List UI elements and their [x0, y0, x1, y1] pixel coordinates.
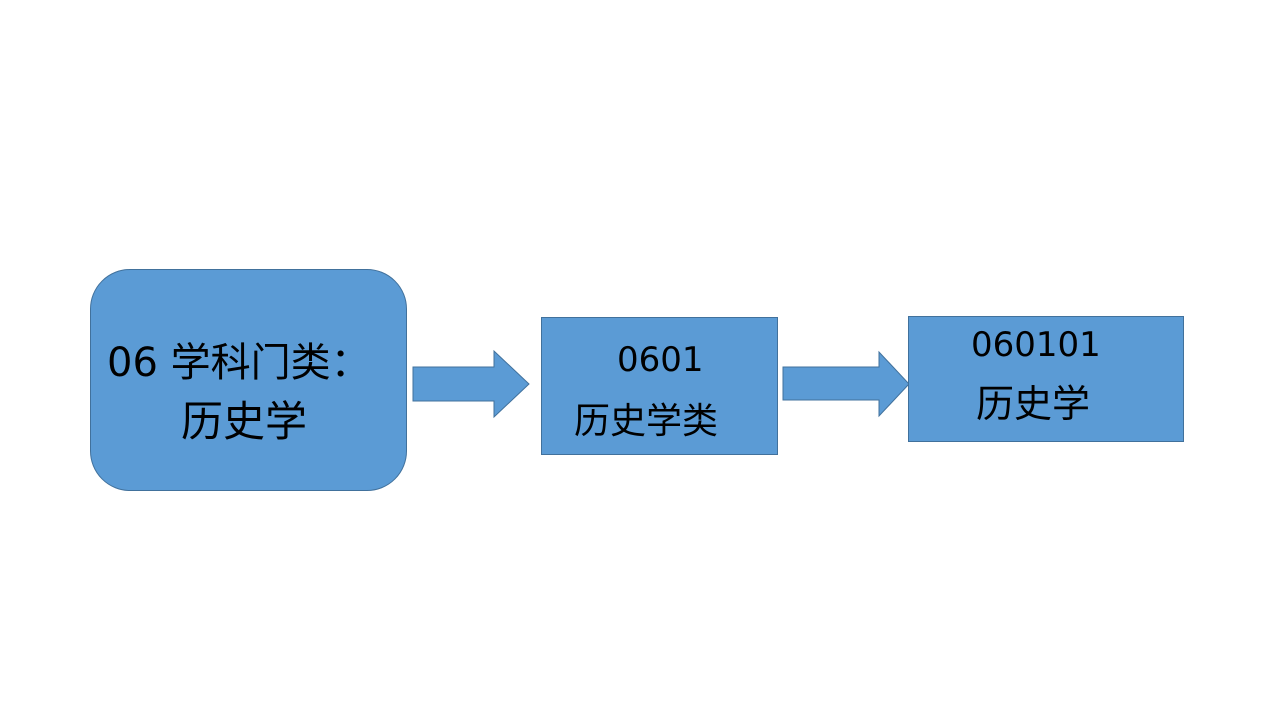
discipline-class-node: 0601 历史学类: [541, 317, 778, 455]
major-code-label: 060101: [971, 325, 1101, 365]
discipline-class-code-label: 0601: [617, 340, 704, 380]
discipline-category-node: 06 学科门类： 历史学: [90, 269, 407, 491]
arrow-class-to-major: [782, 350, 910, 418]
discipline-category-name-label: 历史学: [181, 397, 308, 446]
major-node: 060101 历史学: [908, 316, 1184, 442]
arrow-category-to-class: [412, 349, 530, 419]
arrow-right-icon: [412, 349, 530, 419]
arrow-right-icon: [782, 350, 910, 418]
discipline-class-name-label: 历史学类: [574, 401, 719, 442]
major-name-label: 历史学: [976, 382, 1091, 426]
discipline-category-code-label: 06 学科门类：: [107, 340, 371, 386]
